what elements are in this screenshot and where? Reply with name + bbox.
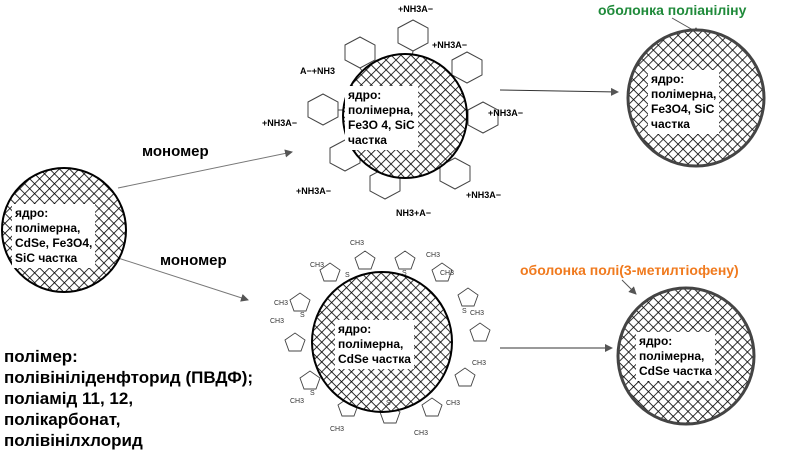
thiophene-ch3: CH3: [426, 252, 441, 259]
thiophene-ch3: CH3: [446, 400, 461, 407]
core-start-line3: CdSe, Fe3O4,: [15, 236, 93, 250]
core-bottom-right-line1: ядро:: [639, 334, 673, 348]
thiophene-ch3: CH3: [310, 262, 325, 269]
core-top-mid-line4: частка: [348, 133, 387, 147]
core-bottom-mid-line3: CdSe частка: [338, 352, 411, 366]
thiophene-s: S: [300, 312, 305, 319]
thiophene-ch3: CH3: [330, 426, 345, 433]
polymer-list: полімер: полівініліденфторид (ПВДФ); пол…: [4, 346, 253, 451]
thiophene-s: S: [345, 272, 350, 279]
aniline-group: +NH3A−: [262, 118, 298, 128]
thiophene-s: S: [462, 308, 467, 315]
thiophene-ch3: CH3: [270, 318, 285, 325]
core-start-line1: ядро:: [15, 206, 49, 220]
aniline-group: A−+NH3: [300, 66, 336, 76]
core-bottom-right-line3: CdSe частка: [639, 364, 712, 378]
core-top-mid-line1: ядро:: [348, 88, 382, 102]
thiophene-ch3: CH3: [274, 300, 289, 307]
core-bottom-mid-line2: полімерна,: [338, 337, 404, 351]
core-top-right-line4: частка: [651, 117, 690, 131]
polymer-list-item: полікарбонат,: [4, 410, 121, 429]
shell-polyaniline-label: оболонка поліаніліну: [598, 2, 747, 18]
arrow-to-p3mt: [117, 257, 249, 302]
core-top-mid-line3: Fe3O 4, SiC: [348, 118, 415, 132]
thiophene-ch3: CH3: [440, 270, 455, 277]
core-bottom-mid-text: ядро: полімерна, CdSe частка: [335, 320, 414, 369]
aniline-group: +NH3A−: [432, 40, 468, 50]
aniline-group: +NH3A−: [488, 108, 524, 118]
core-top-mid-text: ядро: полімерна, Fe3O 4, SiC частка: [345, 86, 418, 150]
arrow-to-polyaniline-shell: [499, 87, 619, 96]
thiophene-ch3: CH3: [470, 310, 485, 317]
core-top-right-line2: полімерна,: [651, 87, 717, 101]
thiophene-s: S: [402, 270, 407, 277]
core-start-text: ядро: полімерна, CdSe, Fe3O4, SiC частка: [12, 204, 96, 268]
pointer-p3mt: [621, 279, 637, 295]
aniline-group: +NH3A−: [398, 4, 434, 14]
thiophene-ch3: CH3: [350, 240, 365, 247]
core-start-line4: SiC частка: [15, 251, 78, 265]
core-top-right-line3: Fe3O4, SiC: [651, 102, 715, 116]
core-bottom-mid-line1: ядро:: [338, 322, 372, 336]
arrow-to-polyaniline: [117, 149, 293, 189]
aniline-group: NH3+A−: [396, 208, 432, 218]
core-top-right-line1: ядро:: [651, 72, 685, 86]
core-top-right-text: ядро: полімерна, Fe3O4, SiC частка: [648, 70, 720, 134]
monomer-label-bottom: мономер: [160, 252, 227, 269]
polymer-list-item: полівініліденфторид (ПВДФ);: [4, 368, 254, 387]
aniline-group: +NH3A−: [296, 186, 332, 196]
polymer-list-item: полімер:: [4, 347, 78, 366]
thiophene-ch3: CH3: [290, 398, 305, 405]
core-top-mid-line2: полімерна,: [348, 103, 414, 117]
thiophene-ch3: CH3: [414, 430, 429, 437]
thiophene-s: S: [386, 400, 391, 407]
core-bottom-right-text: ядро: полімерна, CdSe частка: [636, 332, 715, 381]
thiophene-s: S: [310, 390, 315, 397]
polymer-list-item: поліамід 11, 12,: [4, 389, 134, 408]
aniline-group: +NH3A−: [466, 190, 502, 200]
polymer-list-item: полівінілхлорид: [4, 431, 143, 450]
thiophene-ch3: CH3: [472, 360, 487, 367]
shell-p3mt-label: оболонка полі(3-метилтіофену): [520, 262, 739, 278]
core-start-line2: полімерна,: [15, 221, 81, 235]
core-bottom-right-line2: полімерна,: [639, 349, 705, 363]
monomer-label-top: мономер: [142, 143, 209, 160]
